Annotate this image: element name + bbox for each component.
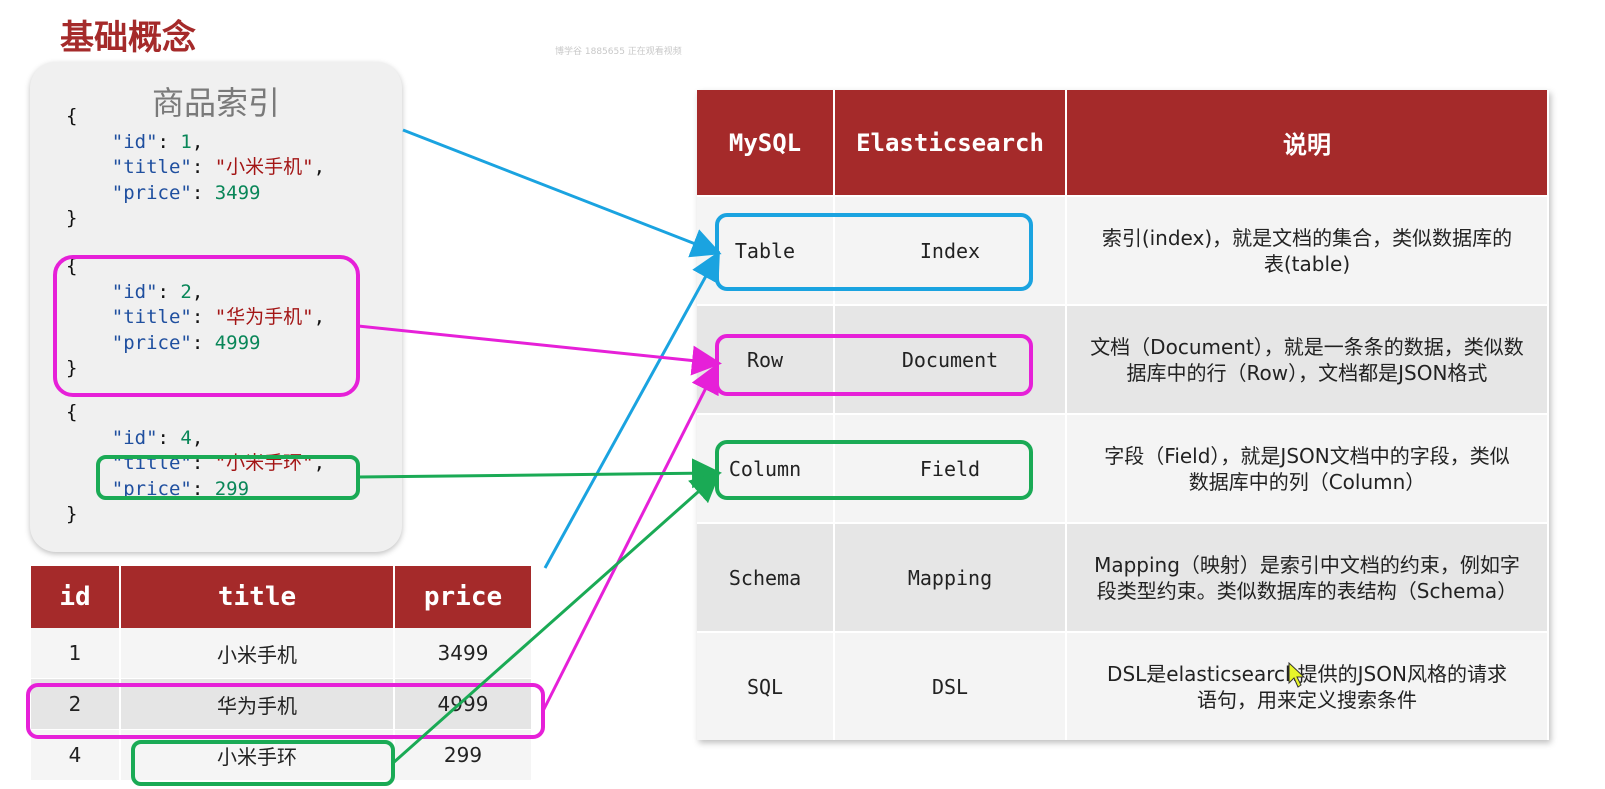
- column-header-id: id: [31, 566, 121, 628]
- highlight-box-column-field: [715, 440, 1033, 500]
- highlight-box-json-title-field: [96, 455, 360, 500]
- column-header-price: price: [394, 566, 533, 628]
- arrow-json-doc-to-document: [357, 324, 722, 376]
- table-row: Schema Mapping Mapping（映射）是索引中文档的约束，例如字段…: [697, 522, 1549, 632]
- arrow-json-to-index: [402, 128, 722, 258]
- description-cell: 字段（Field），就是JSON文档中的字段，类似数据库中的列（Column）: [1066, 413, 1549, 523]
- highlight-box-json-doc-2: [53, 255, 360, 397]
- mysql-term: SQL: [697, 631, 835, 740]
- description-cell: 索引(index)，就是文档的集合，类似数据库的表(table): [1066, 195, 1549, 305]
- slide-title: 基础概念: [60, 18, 196, 58]
- table-header-row: MySQL Elasticsearch 说明: [697, 90, 1549, 196]
- arrow-json-field-to-field: [357, 458, 722, 489]
- arrow-row-to-document: [541, 362, 719, 712]
- table-header-row: id title price: [31, 566, 533, 628]
- column-header-title: title: [120, 566, 395, 628]
- table-cell: 3499: [394, 628, 533, 679]
- table-row: Row Document 文档（Document），就是一条条的数据，类似数据库…: [697, 304, 1549, 414]
- table-cell: 1: [31, 628, 121, 679]
- description-cell: Mapping（映射）是索引中文档的约束，例如字段类型约束。类似数据库的表结构（…: [1066, 522, 1549, 632]
- arrow-table-to-index: [543, 250, 720, 569]
- table-row: 1 小米手机 3499: [31, 628, 533, 679]
- json-card-title: 商品索引: [151, 84, 280, 122]
- description-cell: 文档（Document），就是一条条的数据，类似数据库中的行（Row），文档都是…: [1066, 304, 1549, 414]
- table-row: SQL DSL DSL是elasticsearch提供的JSON风格的请求语句，…: [697, 631, 1549, 740]
- mysql-term: Schema: [697, 522, 835, 632]
- json-doc-1: { "id": 1, "title": "小米手机", "price": 349…: [66, 105, 326, 229]
- table-cell: 小米手机: [120, 628, 395, 679]
- highlight-box-table-row-2: [26, 683, 545, 739]
- arrow-table-cell-to-field: [392, 472, 721, 765]
- cursor-arrow-icon: [1288, 662, 1306, 688]
- json-doc-2: { "id": 2, "title": "华为手机", "price": 499…: [66, 255, 326, 379]
- es-term: Field: [834, 413, 1067, 523]
- es-term: Mapping: [834, 522, 1067, 632]
- column-header-description: 说明: [1066, 90, 1549, 196]
- watermark-text: 博学谷 1885655 正在观看视频: [555, 47, 682, 57]
- json-card: 商品索引 { "id": 1, "title": "小米手机", "price"…: [30, 62, 402, 552]
- description-cell: DSL是elasticsearch提供的JSON风格的请求语句，用来定义搜索条件: [1066, 631, 1549, 740]
- es-term: DSL: [834, 631, 1067, 740]
- highlight-box-row-document: [715, 334, 1033, 396]
- column-header-elasticsearch: Elasticsearch: [834, 90, 1067, 196]
- highlight-box-table-title-cell: [131, 740, 395, 786]
- column-header-mysql: MySQL: [697, 90, 835, 196]
- highlight-box-table-index: [715, 213, 1033, 291]
